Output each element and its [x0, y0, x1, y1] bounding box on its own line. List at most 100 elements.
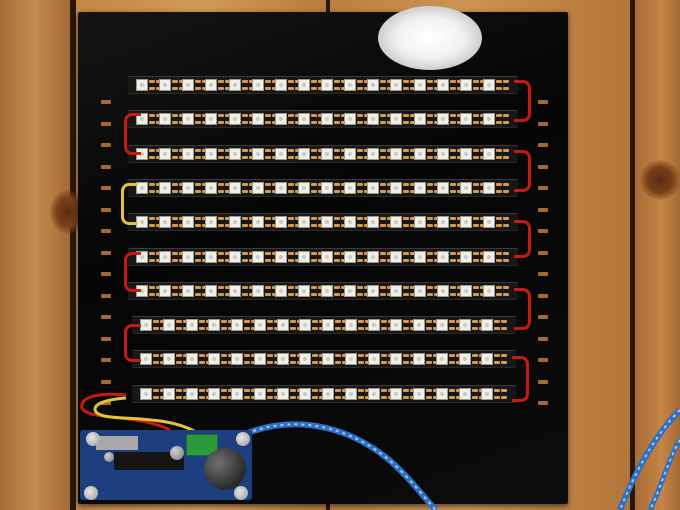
mounting-notch	[538, 165, 548, 169]
solder-pad	[358, 361, 364, 364]
solder-pad	[496, 190, 502, 193]
jumper-wire-right	[514, 220, 531, 258]
solder-pad	[427, 293, 433, 296]
solder-pad	[176, 320, 182, 323]
led-pixel	[182, 79, 194, 91]
solder-pad	[218, 156, 224, 159]
solder-pad	[244, 327, 250, 330]
jumper-wire-right	[514, 288, 531, 330]
mounting-notch	[101, 401, 111, 405]
solder-pad	[449, 320, 455, 323]
solder-pad	[503, 121, 509, 124]
led-strip	[132, 316, 516, 334]
solder-pad	[242, 286, 248, 289]
solder-pad	[195, 286, 201, 289]
solder-pad	[176, 396, 182, 399]
solder-pad	[288, 121, 294, 124]
mounting-notch	[101, 143, 111, 147]
solder-pad	[449, 327, 455, 330]
led-pixel	[345, 353, 357, 365]
solder-pad	[473, 87, 479, 90]
solder-pad	[334, 259, 340, 262]
solder-pad	[265, 252, 271, 255]
led-pixel	[414, 148, 426, 160]
solder-pad	[265, 293, 271, 296]
mounting-notch	[538, 294, 548, 298]
standoff-screw	[234, 486, 248, 500]
solder-pad	[242, 80, 248, 83]
led-pixel	[460, 216, 472, 228]
solder-pad	[334, 80, 340, 83]
solder-pad	[311, 259, 317, 262]
solder-pad	[172, 293, 178, 296]
solder-pad	[334, 114, 340, 117]
mounting-notch	[538, 186, 548, 190]
solder-pad	[381, 361, 387, 364]
led-pixel	[344, 79, 356, 91]
solder-pad	[450, 286, 456, 289]
ic-chip	[96, 436, 138, 450]
led-pixel	[322, 319, 334, 331]
solder-pad	[195, 224, 201, 227]
solder-pad	[311, 224, 317, 227]
solder-pad	[503, 87, 509, 90]
solder-pad	[403, 320, 409, 323]
led-pixel	[208, 388, 220, 400]
solder-pad	[242, 156, 248, 159]
solder-pad	[472, 327, 478, 330]
solder-pad	[358, 354, 364, 357]
mounting-notch	[101, 380, 111, 384]
solder-pad	[199, 361, 205, 364]
led-pixel	[229, 79, 241, 91]
solder-pad	[311, 190, 317, 193]
solder-pad	[403, 224, 409, 227]
solder-pad	[410, 286, 416, 289]
solder-pad	[149, 80, 155, 83]
led-pixel	[321, 148, 333, 160]
led-pixel	[208, 353, 220, 365]
solder-pad	[450, 252, 456, 255]
solder-pad	[288, 114, 294, 117]
jumper-wire-left	[124, 113, 141, 155]
led-pixel	[414, 251, 426, 263]
solder-pad	[449, 354, 455, 357]
solder-pad	[199, 396, 205, 399]
led-pixel	[481, 388, 493, 400]
solder-pad	[496, 224, 502, 227]
solder-pad	[312, 354, 318, 357]
solder-pad	[265, 224, 271, 227]
solder-pad	[265, 156, 271, 159]
led-pixel	[231, 388, 243, 400]
solder-pad	[426, 361, 432, 364]
led-pixel	[298, 79, 310, 91]
solder-pad	[473, 183, 479, 186]
solder-pad	[195, 156, 201, 159]
led-pixel	[229, 182, 241, 194]
solder-pad	[288, 224, 294, 227]
led-pixel	[390, 353, 402, 365]
solder-pad	[242, 293, 248, 296]
led-pixel	[414, 182, 426, 194]
solder-pad	[403, 354, 409, 357]
led-pixel	[163, 319, 175, 331]
solder-pad	[357, 121, 363, 124]
solder-pad	[450, 149, 456, 152]
led-pixel	[182, 285, 194, 297]
led-pixel	[275, 79, 287, 91]
solder-pad	[244, 354, 250, 357]
solder-pad	[242, 114, 248, 117]
led-pixel	[252, 251, 264, 263]
solder-pad	[149, 87, 155, 90]
solder-pad	[288, 156, 294, 159]
solder-pad	[176, 389, 182, 392]
solder-pad	[172, 286, 178, 289]
solder-pad	[172, 224, 178, 227]
led-pixel	[460, 148, 472, 160]
solder-pad	[172, 121, 178, 124]
solder-pad	[176, 354, 182, 357]
solder-pad	[225, 252, 231, 255]
wood-knot	[640, 160, 680, 200]
led-pixel	[321, 113, 333, 125]
led-strip	[128, 145, 518, 163]
solder-pad	[380, 293, 386, 296]
